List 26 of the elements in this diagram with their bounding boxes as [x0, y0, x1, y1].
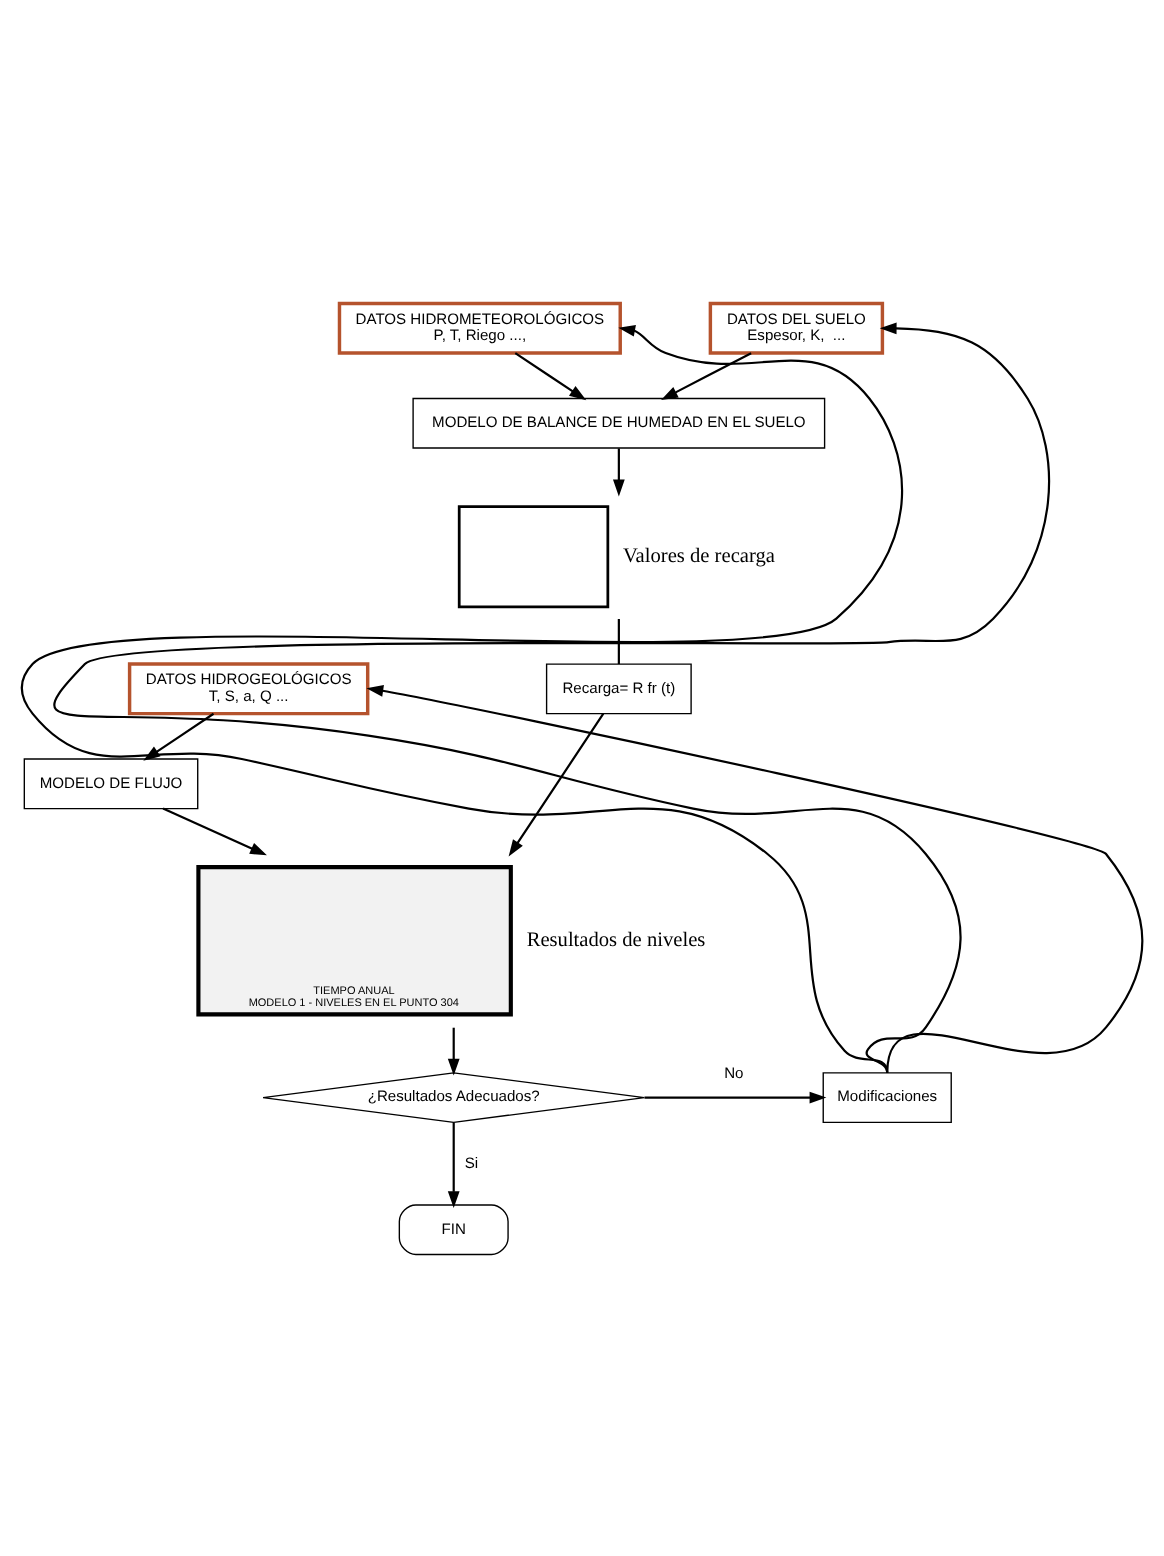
arrow [508, 712, 605, 856]
node-box: MODELO DE BALANCE DE HUMEDAD EN EL SUELO [412, 396, 826, 448]
arrow [447, 1026, 460, 1075]
arrow [644, 1090, 827, 1103]
node-box: DATOS DEL SUELO Espesor, K, ... [708, 300, 885, 354]
node-box: DATOS HIDROMETEOROLÓGICOS P, T, Riego ..., [337, 300, 622, 354]
edge-label: Si [464, 1152, 479, 1171]
node-box: FIN [398, 1203, 509, 1255]
arrow [20, 323, 903, 1073]
arrow [162, 806, 267, 855]
node-box: MODELO DE FLUJO [23, 757, 199, 809]
arrow [366, 684, 1144, 1072]
connector [617, 618, 620, 663]
node-box: Recarga= R fr (t) [545, 662, 692, 714]
node-box: DATOS HIDROGEOLÓGICOS T, S, a, Q ... [127, 661, 370, 715]
node-box: Modificaciones [822, 1071, 952, 1123]
node-diamond: ¿Resultados Adecuados? [262, 1071, 646, 1123]
arrow [447, 1121, 460, 1208]
arrow [612, 447, 625, 496]
node-label: Valores de recarga [622, 544, 775, 567]
arrow [56, 321, 1050, 1073]
node-box [457, 504, 610, 608]
arrow [514, 351, 587, 400]
node-label: Resultados de niveles [526, 928, 706, 951]
arrow [661, 351, 752, 399]
edge-label: No [724, 1063, 744, 1082]
